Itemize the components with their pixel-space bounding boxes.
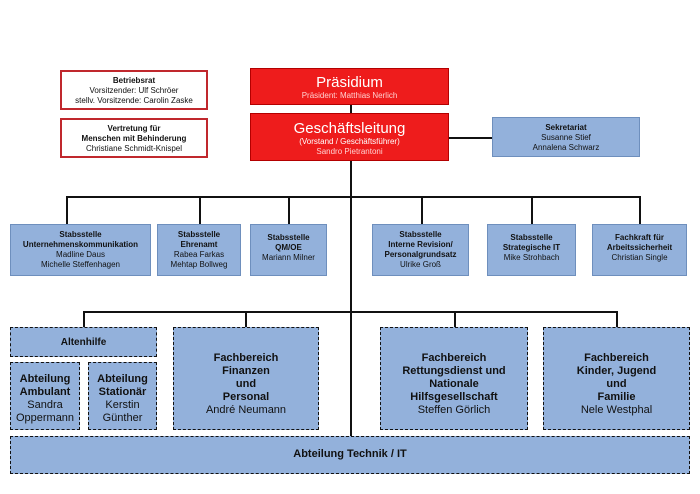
stationaer-name1: Kerstin <box>105 399 140 411</box>
finanzen-line2: Finanzen <box>222 365 270 377</box>
drop-3 <box>288 196 290 224</box>
geschaeftsleitung-sub1: (Vorstand / Geschäftsführer) <box>299 137 400 146</box>
geschaeftsleitung-box: Geschäftsleitung (Vorstand / Geschäftsfü… <box>250 113 449 161</box>
kinder-line4: Familie <box>597 391 636 403</box>
stationaer-name2: Günther <box>102 412 143 424</box>
fachbereich-kinder-box: Fachbereich Kinder, Jugend und Familie N… <box>543 327 690 430</box>
altenhilfe-title: Altenhilfe <box>60 337 107 348</box>
altenhilfe-box: Altenhilfe <box>10 327 157 357</box>
stab-4-line3: Personalgrundsatz <box>384 250 457 259</box>
stab-5-line1: Stabsstelle <box>510 233 553 242</box>
stab-1-name1: Madline Daus <box>56 250 105 259</box>
stabsstelle-unternehmenskommunikation: Stabsstelle Unternehmenskommunikation Ma… <box>10 224 151 276</box>
rettung-line4: Hilfsgesellschaft <box>410 391 498 403</box>
drop-5 <box>531 196 533 224</box>
geschaeftsleitung-title: Geschäftsleitung <box>293 120 406 137</box>
stab-4-line2: Interne Revision/ <box>388 240 453 249</box>
drop-kinder <box>616 311 618 327</box>
stab-1-line2: Unternehmenskommunikation <box>22 240 139 249</box>
finanzen-line1: Fachbereich <box>213 352 279 364</box>
trunk-line <box>350 90 352 436</box>
ambulant-name2: Oppermann <box>15 412 75 424</box>
stationaer-line1: Abteilung <box>97 373 148 385</box>
betriebsrat-box: Betriebsrat Vorsitzender: Ulf Schröer st… <box>60 70 208 110</box>
kinder-line3: und <box>606 378 627 390</box>
stab-2-line1: Stabsstelle <box>177 230 221 239</box>
abteilung-ambulant-box: Abteilung Ambulant Sandra Oppermann <box>10 362 80 430</box>
stab-1-line1: Stabsstelle <box>59 230 102 239</box>
vertretung-title1: Vertretung für <box>107 124 161 133</box>
stab-5-name1: Mike Strohbach <box>503 253 560 262</box>
sekretariat-name1: Susanne Stief <box>541 133 591 142</box>
stab-6-line2: Arbeitssicherheit <box>606 243 673 252</box>
technik-title: Abteilung Technik / IT <box>293 448 407 460</box>
rettung-name: Steffen Görlich <box>417 404 491 416</box>
rettung-line2: Rettungsdienst und <box>402 365 506 377</box>
kinder-name: Nele Westphal <box>580 404 653 416</box>
praesidium-box: Präsidium Präsident: Matthias Nerlich <box>250 68 449 105</box>
stab-6-name1: Christian Single <box>611 253 668 262</box>
drop-2 <box>199 196 201 224</box>
fachkraft-arbeitssicherheit: Fachkraft für Arbeitssicherheit Christia… <box>592 224 687 276</box>
sekretariat-title: Sekretariat <box>545 123 587 132</box>
drop-1 <box>66 196 68 224</box>
drop-altenhilfe <box>83 311 85 327</box>
kinder-line2: Kinder, Jugend <box>576 365 657 377</box>
betriebsrat-title: Betriebsrat <box>112 76 156 85</box>
vertretung-name: Christiane Schmidt-Knispel <box>85 144 183 153</box>
stab-2-name1: Rabea Farkas <box>173 250 225 259</box>
ambulant-line1: Abteilung <box>19 373 71 385</box>
finanzen-line3: und <box>235 378 257 390</box>
fachbereiche-bus <box>83 311 617 313</box>
stabsstelle-strategische-it: Stabsstelle Strategische IT Mike Strohba… <box>487 224 576 276</box>
abteilung-technik-box: Abteilung Technik / IT <box>10 436 690 474</box>
vertretung-title2: Menschen mit Behinderung <box>81 134 187 143</box>
kinder-line1: Fachbereich <box>584 352 649 364</box>
stab-3-name1: Mariann Milner <box>262 253 315 262</box>
fachbereich-finanzen-box: Fachbereich Finanzen und Personal André … <box>173 327 319 430</box>
stab-3-line1: Stabsstelle <box>267 233 310 242</box>
fachbereich-rettungsdienst-box: Fachbereich Rettungsdienst und Nationale… <box>380 327 528 430</box>
drop-4 <box>421 196 423 224</box>
sekretariat-connector <box>435 137 493 139</box>
stab-4-line1: Stabsstelle <box>399 230 442 239</box>
stab-4-name1: Ulrike Groß <box>400 260 441 269</box>
rettung-line1: Fachbereich <box>421 352 487 364</box>
stab-2-line2: Ehrenamt <box>180 240 218 249</box>
betriebsrat-line1: Vorsitzender: Ulf Schröer <box>89 86 179 95</box>
finanzen-line4: Personal <box>222 391 270 403</box>
praesidium-title: Präsidium <box>316 74 383 91</box>
stab-1-name2: Michelle Steffenhagen <box>40 260 121 269</box>
abteilung-stationaer-box: Abteilung Stationär Kerstin Günther <box>88 362 157 430</box>
vertretung-box: Vertretung für Menschen mit Behinderung … <box>60 118 208 158</box>
praesidium-sub: Präsident: Matthias Nerlich <box>301 91 398 100</box>
stabsstelle-interne-revision: Stabsstelle Interne Revision/ Personalgr… <box>372 224 469 276</box>
drop-rettung <box>454 311 456 327</box>
ambulant-line2: Ambulant <box>19 386 71 398</box>
geschaeftsleitung-sub2: Sandro Pietrantoni <box>316 147 383 156</box>
sekretariat-box: Sekretariat Susanne Stief Annalena Schwa… <box>492 117 640 157</box>
stab-6-line1: Fachkraft für <box>615 233 664 242</box>
rettung-line3: Nationale <box>429 378 479 390</box>
ambulant-name1: Sandra <box>27 399 63 411</box>
stabsstelle-qmoe: Stabsstelle QM/OE Mariann Milner <box>250 224 327 276</box>
finanzen-name: André Neumann <box>205 404 287 416</box>
drop-finanzen <box>245 311 247 327</box>
stabsstellen-bus <box>66 196 640 198</box>
betriebsrat-line2: stellv. Vorsitzende: Carolin Zaske <box>75 96 193 105</box>
stab-2-name2: Mehtap Bollweg <box>170 260 228 269</box>
sekretariat-name2: Annalena Schwarz <box>532 143 600 152</box>
stab-3-line2: QM/OE <box>275 243 302 252</box>
stabsstelle-ehrenamt: Stabsstelle Ehrenamt Rabea Farkas Mehtap… <box>157 224 241 276</box>
drop-6 <box>639 196 641 224</box>
stationaer-line2: Stationär <box>98 386 147 398</box>
stab-5-line2: Strategische IT <box>502 243 561 252</box>
